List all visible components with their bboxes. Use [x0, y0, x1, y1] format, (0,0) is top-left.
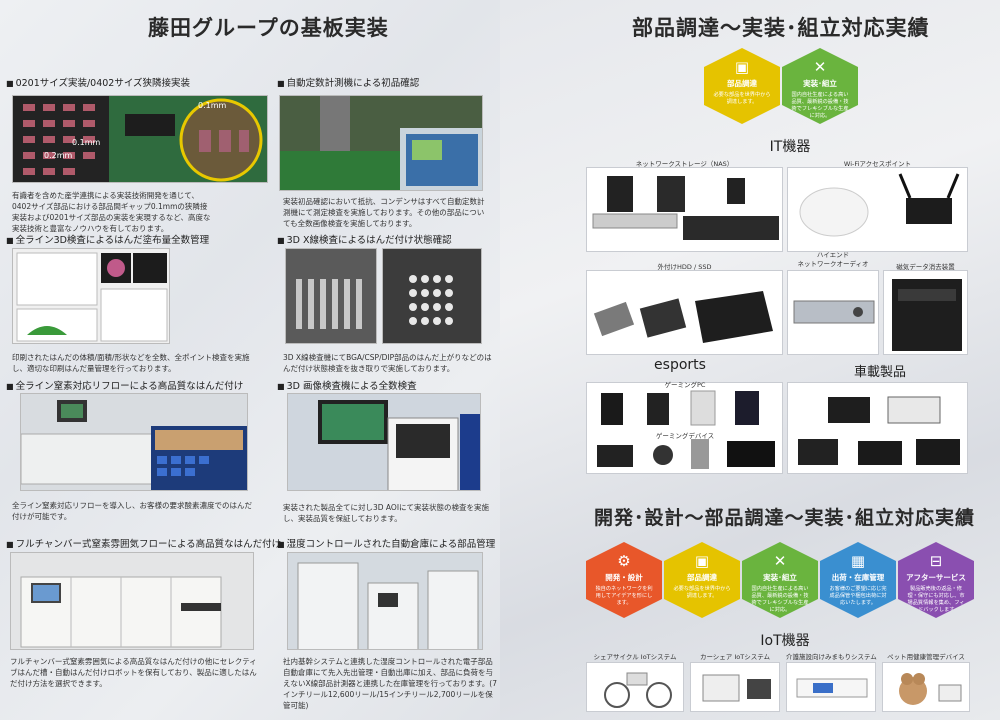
- gap-label-1: 0.1mm: [198, 101, 227, 110]
- section-title-3d-solder: 全ライン3D検査によるはんだ塗布量全数管理: [6, 232, 210, 246]
- right-title-2: 開発･設計～部品調達～実装･組立対応実績: [594, 507, 976, 529]
- xray-photo-1: [285, 248, 377, 344]
- label-wifi: Wi-Fiアクセスポイント: [843, 160, 912, 168]
- panel-pet-iot: [882, 662, 970, 712]
- panel-automotive: [787, 382, 968, 474]
- gap-label-3: 0.2mm: [44, 151, 73, 160]
- hex-development-design: ⚙ 開発・設計 独自のネットワークを利用してアイデアを形にします。: [586, 542, 662, 618]
- section-title-flow: フルチャンバー式窒素雰囲気フローによる高品質なはんだ付け: [6, 536, 282, 550]
- chip-icon: ▣: [694, 552, 710, 570]
- label-bike-iot: シェアサイクル IoTシステム: [593, 653, 677, 661]
- left-title: 藤田グループの基板実装: [148, 16, 389, 40]
- section-title-warehouse: 湿度コントロールされた自動倉庫による部品管理: [277, 536, 496, 550]
- section-title-3d-aoi: 3D 画像検査機による全数検査: [277, 378, 417, 392]
- section-title-micro-mount: 0201サイズ実装/0402サイズ狭隣接実装: [6, 75, 191, 89]
- aoi-photo: [287, 393, 481, 491]
- panel-wifi: [787, 167, 968, 252]
- hex-mount-assembly: ✕ 実装･組立 国内自社生産による高い品質、最新鋭の設備・技術でフレキシブルな生…: [782, 48, 858, 124]
- panel-nas: [586, 167, 783, 252]
- section-desc-warehouse: 社内基幹システムと連携した湿度コントロールされた電子部品自動倉庫にて先入先出管理…: [283, 657, 497, 710]
- tools-icon: ✕: [813, 58, 827, 76]
- section-desc-3d-solder: 印刷されたはんだの体積/面積/形状などを全数、全ポイント検査を実施し、適切な印刷…: [12, 353, 250, 373]
- solder-inspection-screenshot: [12, 248, 170, 344]
- panel-hdd: [586, 270, 783, 355]
- panel-carshare-iot: [690, 662, 780, 712]
- hex-parts-procurement: ▣ 部品調達 必要な部品を世界中から調達します。: [704, 48, 780, 124]
- warehouse-photo: [287, 552, 483, 650]
- hex-mount-assembly-2: ✕ 実装･組立 国内自社生産による高い品質、最新鋭の設備・技術でフレキシブルな生…: [742, 542, 818, 618]
- right-title-1: 部品調達～実装･組立対応実績: [632, 16, 930, 40]
- automotive-title: 車載製品: [853, 365, 906, 380]
- section-desc-flow: フルチャンバー式窒素雰囲気による高品質なはんだ付けの他にセレクティブはんだ槽・自…: [10, 657, 257, 688]
- xray-photo-2: [382, 248, 482, 344]
- label-degausser: 磁気データ消去装置: [896, 263, 955, 271]
- label-audio: ハイエンド ネットワークオーディオ: [797, 251, 869, 268]
- auto-measure-photo: [279, 95, 483, 191]
- section-desc-xray: 3D X線検査機にてBGA/CSP/DIP部品のはんだ上がりなどのはんだ付け状態…: [283, 353, 492, 373]
- panel-audio: [787, 270, 879, 355]
- label-pet-iot: ペット用健康管理デバイス: [887, 653, 965, 661]
- section-title-auto-measure: 自動定数計測機による初品確認: [277, 75, 420, 89]
- it-devices-title: IT機器: [769, 139, 811, 155]
- reflow-photo: [20, 393, 248, 491]
- label-care-iot: 介護施設向けみまもりシステム: [786, 653, 877, 661]
- gap-label-2: 0.1mm: [72, 138, 101, 147]
- panel-care-iot: [786, 662, 876, 712]
- hex-after-service: ⊟ アフターサービス 製品販売後の返品・修理・保守にも対応し、市場品質情報を集め…: [898, 542, 974, 618]
- section-desc-reflow: 全ライン窒素対応リフローを導入し、お客様の要求酸素濃度でのはんだ付けが可能です。: [12, 501, 252, 521]
- micro-mount-photo: [12, 95, 268, 183]
- label-gaming-pc: ゲーミングPC: [664, 381, 706, 389]
- esports-title: esports: [654, 357, 706, 373]
- label-hdd: 外付けHDD / SSD: [657, 263, 712, 271]
- section-desc-micro-mount: 有識者を含めた産学連携による実装技術開発を通じて、0402サイズ部品における部品…: [12, 191, 211, 233]
- section-desc-auto-measure: 実装初品確認において抵抗、コンデンサはすべて自動定数計測機にて測定検査を実施して…: [283, 197, 485, 228]
- hex-parts-procurement-2: ▣ 部品調達 必要な部品を世界中から調達します。: [664, 542, 740, 618]
- iot-devices-title: IoT機器: [760, 633, 810, 649]
- box-icon: ▦: [850, 552, 866, 570]
- label-gaming-device: ゲーミングデバイス: [655, 432, 715, 440]
- section-desc-3d-aoi: 実装された製品全てに対し3D AOIにて実装状態の検査を実施し、実装品質を保証し…: [283, 503, 490, 523]
- toolbox-icon: ⊟: [929, 552, 943, 570]
- section-title-reflow: 全ライン窒素対応リフローによる高品質なはんだ付け: [6, 378, 244, 392]
- flow-solder-photo: [10, 552, 254, 650]
- chip-icon: ▣: [734, 58, 750, 76]
- tools-icon: ✕: [773, 552, 787, 570]
- gears-icon: ⚙: [617, 552, 631, 570]
- panel-esports: [586, 382, 783, 474]
- panel-bike-iot: [586, 662, 684, 712]
- panel-degausser: [883, 270, 968, 355]
- label-nas: ネットワークストレージ（NAS）: [635, 160, 734, 168]
- label-carshare-iot: カーシェア IoTシステム: [699, 653, 771, 661]
- hex-shipping-inventory: ▦ 出荷・在庫管理 お客様のご要望に応じ完成品保管や梱包出荷に対応いたします。: [820, 542, 896, 618]
- section-title-xray: 3D X線検査によるはんだ付け状態確認: [277, 232, 452, 246]
